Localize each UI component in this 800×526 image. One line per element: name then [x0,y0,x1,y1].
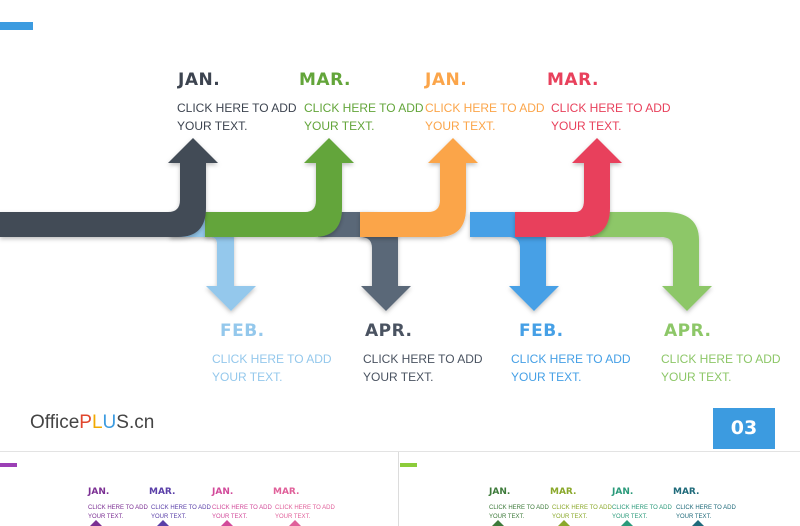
top-text-2[interactable]: CLICK HERE TO ADD YOUR TEXT. [304,101,424,133]
top-text-1[interactable]: CLICK HERE TO ADD YOUR TEXT. [177,101,297,133]
bottom-month-2: APR. [365,321,413,341]
arrow-jan-1 [0,138,218,237]
arrow-apr-2 [590,212,712,311]
thumbnail-accent-bar [400,463,417,467]
next-slide-thumbnail-1[interactable]: JAN. CLICK HERE TO ADD YOUR TEXT. MAR. C… [0,452,399,526]
thumbnail-accent-bar [0,463,17,467]
top-text-4[interactable]: CLICK HERE TO ADD YOUR TEXT. [551,101,671,133]
arrow-mar-1 [205,138,354,237]
bottom-text-3[interactable]: CLICK HERE TO ADD YOUR TEXT. [511,352,631,384]
thumb-month: JAN. [212,487,234,497]
top-month-4: MAR. [547,70,599,90]
arrow-mar-2 [515,138,622,237]
bottom-month-4: APR. [664,321,712,341]
bottom-text-4[interactable]: CLICK HERE TO ADD YOUR TEXT. [661,352,781,384]
slide-separator [0,451,800,452]
thumb-month: MAR. [149,487,176,497]
thumb-month: MAR. [550,487,577,497]
thumb-text: CLICK HERE TO ADD YOUR TEXT. [612,505,672,520]
thumb-text: CLICK HERE TO ADD YOUR TEXT. [552,505,612,520]
top-month-2: MAR. [299,70,351,90]
accent-bar [0,22,33,30]
officeplus-logo: OfficePLUS.cn [30,412,155,433]
bottom-month-3: FEB. [519,321,564,341]
thumb-month: JAN. [88,487,110,497]
bottom-text-2[interactable]: CLICK HERE TO ADD YOUR TEXT. [363,352,483,384]
thumb-text: CLICK HERE TO ADD YOUR TEXT. [676,505,736,520]
page-number-badge: 03 [713,408,775,449]
bottom-text-1[interactable]: CLICK HERE TO ADD YOUR TEXT. [212,352,332,384]
arrow-feb-1 [170,212,256,311]
top-month-1: JAN. [178,70,221,90]
thumb-text: CLICK HERE TO ADD YOUR TEXT. [212,505,272,520]
bottom-month-1: FEB. [220,321,265,341]
thumb-month: MAR. [273,487,300,497]
thumbnail-arrow-tips [492,520,704,526]
thumb-month: JAN. [612,487,634,497]
next-slide-thumbnail-2[interactable]: JAN. CLICK HERE TO ADD YOUR TEXT. MAR. C… [400,452,800,526]
arrow-jan-2 [360,138,478,237]
thumb-month: MAR. [673,487,700,497]
top-month-3: JAN. [425,70,468,90]
thumb-text: CLICK HERE TO ADD YOUR TEXT. [489,505,549,520]
thumb-text: CLICK HERE TO ADD YOUR TEXT. [275,505,335,520]
timeline-arrows-diagram [0,138,712,311]
thumb-month: JAN. [489,487,511,497]
top-text-3[interactable]: CLICK HERE TO ADD YOUR TEXT. [425,101,545,133]
thumb-text: CLICK HERE TO ADD YOUR TEXT. [151,505,211,520]
thumb-text: CLICK HERE TO ADD YOUR TEXT. [88,505,148,520]
thumbnail-arrow-tips [90,520,301,526]
